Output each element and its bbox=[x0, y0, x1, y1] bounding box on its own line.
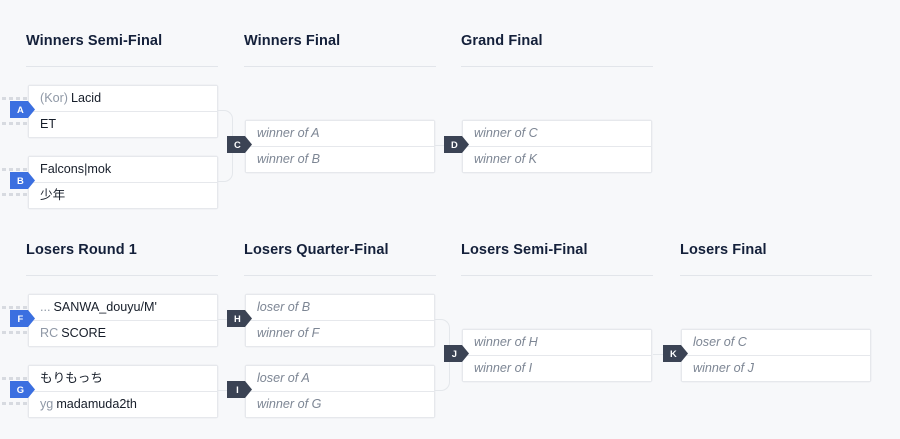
team-name: Falcons|mok bbox=[40, 162, 112, 176]
match-badge-I[interactable]: I bbox=[227, 381, 252, 398]
seed-feed-line bbox=[2, 122, 28, 125]
match-slot[interactable]: winner of B bbox=[246, 146, 434, 172]
team-name: SCORE bbox=[61, 326, 106, 340]
round-title: Losers Round 1 bbox=[26, 242, 137, 258]
match-slot[interactable]: winner of J bbox=[682, 355, 870, 381]
seed-feed-line bbox=[2, 402, 28, 405]
round-divider bbox=[244, 65, 436, 67]
round-header-losers-final: Losers Final bbox=[680, 243, 872, 276]
round-divider bbox=[461, 65, 653, 67]
bracket-connector bbox=[435, 319, 450, 356]
match-badge-D[interactable]: D bbox=[444, 136, 469, 153]
seed-feed-line bbox=[2, 97, 28, 100]
match-slot[interactable]: winner of F bbox=[246, 320, 434, 346]
round-header-winners-final: Winners Final bbox=[244, 34, 436, 67]
match-B[interactable]: Falcons|mok 少年 bbox=[28, 156, 218, 209]
bracket-connector bbox=[218, 110, 233, 147]
match-H[interactable]: loser of B winner of F bbox=[245, 294, 435, 347]
round-title: Grand Final bbox=[461, 33, 543, 49]
match-slot[interactable]: winner of A bbox=[246, 121, 434, 146]
match-slot[interactable]: winner of K bbox=[463, 146, 651, 172]
team-name: Lacid bbox=[71, 91, 102, 105]
match-badge-K[interactable]: K bbox=[663, 345, 688, 362]
match-badge-F[interactable]: F bbox=[10, 310, 35, 327]
match-slot[interactable]: ...SANWA_douyu/M' bbox=[29, 295, 217, 320]
bracket-connector bbox=[218, 145, 233, 182]
round-title: Losers Final bbox=[680, 242, 767, 258]
round-title: Losers Quarter-Final bbox=[244, 242, 389, 258]
match-slot[interactable]: winner of C bbox=[463, 121, 651, 146]
round-header-losers-round-1: Losers Round 1 bbox=[26, 243, 218, 276]
team-name: SANWA_douyu/M' bbox=[53, 300, 157, 314]
match-badge-C[interactable]: C bbox=[227, 136, 252, 153]
round-divider bbox=[461, 274, 653, 276]
team-name: もりもっち bbox=[40, 371, 103, 385]
match-D[interactable]: winner of C winner of K bbox=[462, 120, 652, 173]
match-slot[interactable]: winner of G bbox=[246, 391, 434, 417]
match-badge-H[interactable]: H bbox=[227, 310, 252, 327]
match-badge-G[interactable]: G bbox=[10, 381, 35, 398]
team-prefix: ... bbox=[40, 300, 51, 314]
round-title: Losers Semi-Final bbox=[461, 242, 588, 258]
match-badge-J[interactable]: J bbox=[444, 345, 469, 362]
match-slot[interactable]: loser of C bbox=[682, 330, 870, 355]
round-header-losers-quarter-final: Losers Quarter-Final bbox=[244, 243, 436, 276]
round-divider bbox=[244, 274, 436, 276]
seed-feed-line bbox=[2, 306, 28, 309]
team-name: ET bbox=[40, 117, 57, 131]
match-slot[interactable]: loser of A bbox=[246, 366, 434, 391]
round-divider bbox=[26, 274, 218, 276]
bracket-connector bbox=[435, 354, 450, 391]
match-slot[interactable]: (Kor)Lacid bbox=[29, 86, 217, 111]
match-slot[interactable]: もりもっち bbox=[29, 366, 217, 391]
team-prefix: yg bbox=[40, 397, 54, 411]
match-J[interactable]: winner of H winner of I bbox=[462, 329, 652, 382]
match-A[interactable]: (Kor)Lacid ET bbox=[28, 85, 218, 138]
round-divider bbox=[26, 65, 218, 67]
match-badge-A[interactable]: A bbox=[10, 101, 35, 118]
seed-feed-line bbox=[2, 331, 28, 334]
round-title: Winners Final bbox=[244, 33, 341, 49]
team-prefix: RC bbox=[40, 326, 59, 340]
match-slot[interactable]: winner of H bbox=[463, 330, 651, 355]
team-prefix: (Kor) bbox=[40, 91, 68, 105]
match-slot[interactable]: ET bbox=[29, 111, 217, 137]
round-title: Winners Semi-Final bbox=[26, 33, 163, 49]
match-slot[interactable]: Falcons|mok bbox=[29, 157, 217, 182]
round-divider bbox=[680, 274, 872, 276]
seed-feed-line bbox=[2, 168, 28, 171]
team-name: 少年 bbox=[40, 188, 66, 202]
match-C[interactable]: winner of A winner of B bbox=[245, 120, 435, 173]
round-header-losers-semi-final: Losers Semi-Final bbox=[461, 243, 653, 276]
match-I[interactable]: loser of A winner of G bbox=[245, 365, 435, 418]
team-name: madamuda2th bbox=[56, 397, 137, 411]
round-header-winners-semi-final: Winners Semi-Final bbox=[26, 34, 218, 67]
match-slot[interactable]: 少年 bbox=[29, 182, 217, 208]
match-K[interactable]: loser of C winner of J bbox=[681, 329, 871, 382]
seed-feed-line bbox=[2, 193, 28, 196]
match-slot[interactable]: loser of B bbox=[246, 295, 434, 320]
seed-feed-line bbox=[2, 377, 28, 380]
round-header-grand-final: Grand Final bbox=[461, 34, 653, 67]
match-slot[interactable]: winner of I bbox=[463, 355, 651, 381]
match-badge-B[interactable]: B bbox=[10, 172, 35, 189]
